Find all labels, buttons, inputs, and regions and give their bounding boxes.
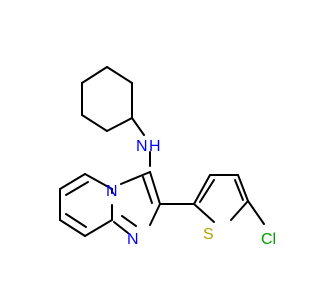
atom-label-s: S: [203, 226, 214, 243]
thiophene-ring: [193, 174, 249, 223]
atom-label-h: H: [149, 138, 161, 155]
molecule-structure: N H N N S Cl: [59, 66, 276, 248]
atom-label-n-bridge: N: [106, 183, 118, 200]
atom-label-cl: Cl: [261, 231, 276, 248]
atom-label-nh: N: [136, 138, 148, 155]
pyridine-ring: [59, 173, 113, 237]
bond-thiophene-cl: [247, 200, 265, 225]
atom-label-n-ring: N: [127, 231, 139, 248]
cyclohexane-ring: [81, 66, 133, 132]
bond-cyclohexyl-nh: [131, 117, 145, 136]
imidazole-ring: [113, 171, 161, 234]
molecule-canvas: N H N N S Cl: [59, 66, 277, 248]
